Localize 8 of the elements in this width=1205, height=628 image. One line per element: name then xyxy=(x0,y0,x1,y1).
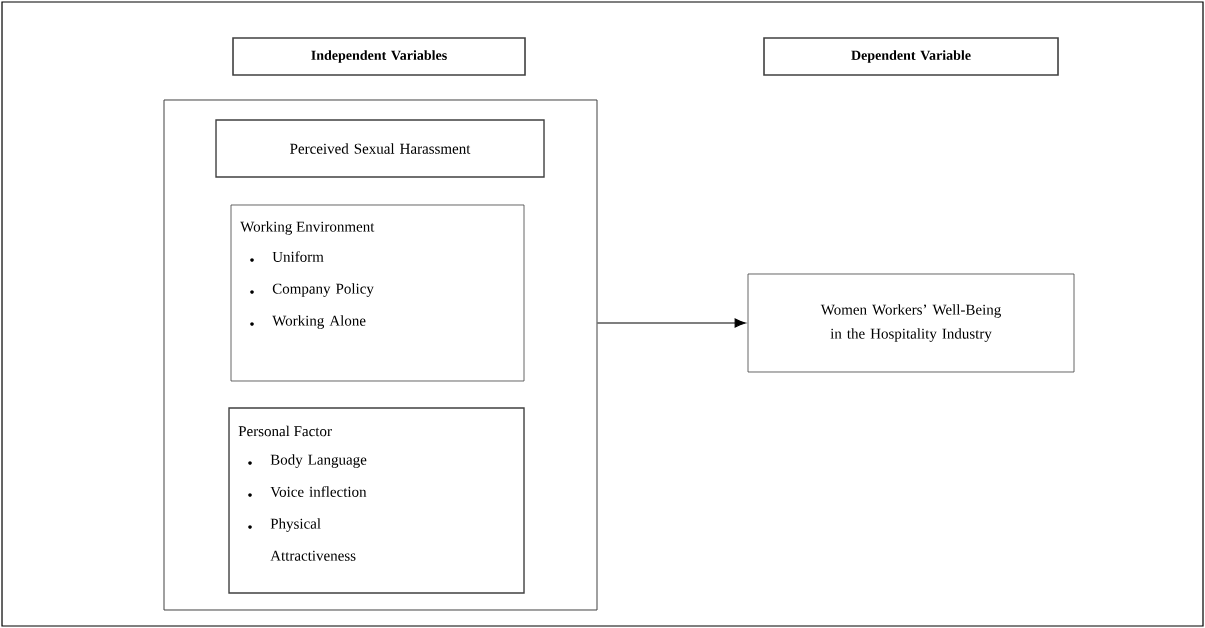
outcome-box: Women Workers’ Well-Being in the Hospitality Industry xyxy=(747,273,1075,373)
list-box: Personal Factor Body Language Voice inflection Physical Attractiveness xyxy=(228,407,525,594)
heading-box: Independent Variables xyxy=(232,37,526,76)
variable-box: Perceived Sexual Harassment xyxy=(215,119,545,178)
heading-box: Dependent Variable xyxy=(763,37,1059,76)
arrow xyxy=(596,318,746,328)
list-box: Working Environment Uniform Company Policy Working Alone xyxy=(230,204,525,382)
group-box xyxy=(163,99,598,611)
